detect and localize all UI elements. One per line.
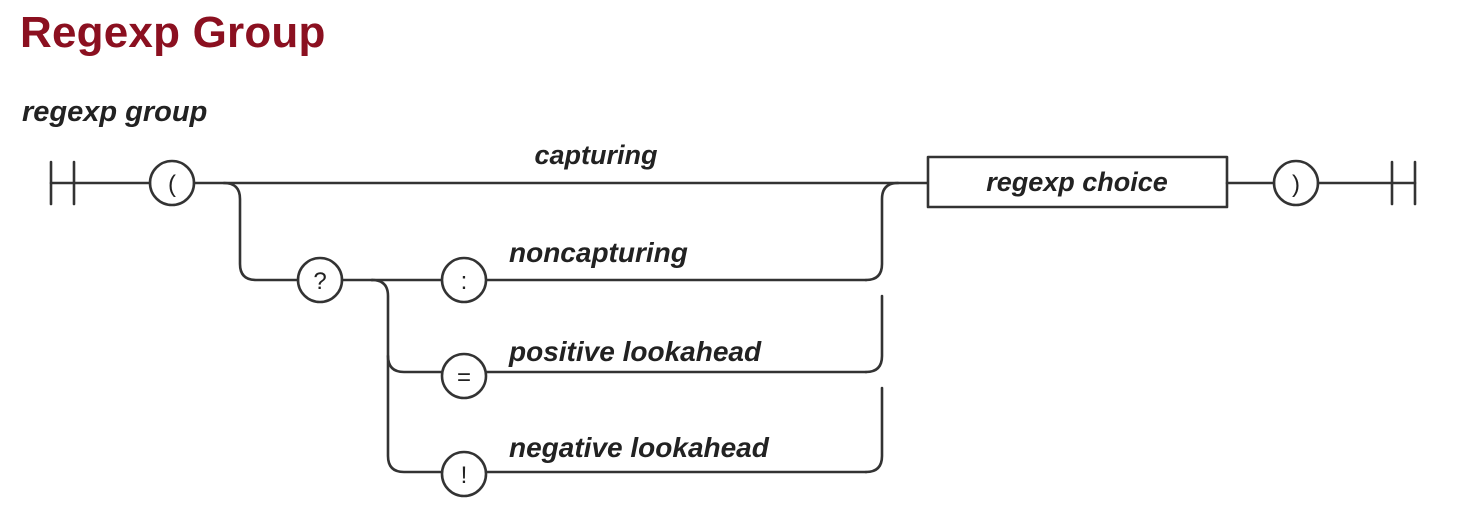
open-paren-label: ( [168, 171, 176, 198]
end-terminator [1390, 160, 1417, 206]
capturing-label: capturing [534, 140, 658, 170]
diagram-name-label: regexp group [22, 96, 207, 128]
close-paren-label: ) [1292, 171, 1300, 198]
close-paren-token: ) [1272, 159, 1320, 207]
noncapturing-label: noncapturing [509, 237, 688, 268]
regexp-choice-box: regexp choice [926, 155, 1229, 209]
positive-lookahead-label: positive lookahead [508, 336, 762, 367]
page-title: Regexp Group [20, 8, 326, 57]
regexp-choice-label: regexp choice [986, 167, 1168, 197]
colon-label: : [461, 268, 468, 295]
negative-lookahead-label: negative lookahead [509, 432, 770, 463]
question-token: ? [296, 256, 344, 304]
question-label: ? [313, 268, 326, 295]
equals-token: = [440, 352, 488, 400]
colon-token: : [440, 256, 488, 304]
track-lines [49, 181, 1417, 474]
open-paren-token: ( [148, 159, 196, 207]
bang-token: ! [440, 450, 488, 498]
bang-label: ! [461, 462, 468, 489]
equals-label: = [457, 364, 471, 391]
